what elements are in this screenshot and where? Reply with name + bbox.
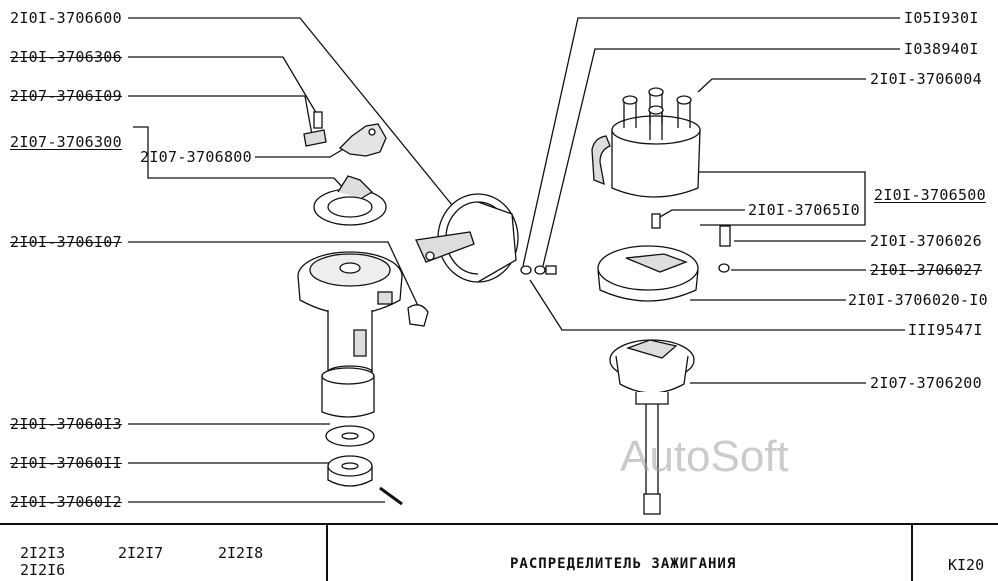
callout-label: 2I0I-3706026 <box>870 232 982 250</box>
title-block-frame <box>0 523 998 581</box>
leader-r2 <box>542 48 900 267</box>
leader-l2 <box>128 56 319 117</box>
callout-label: 2I0I-3706020-I0 <box>848 291 988 309</box>
callout-label: 2I0I-3706306 <box>10 48 122 66</box>
shaft-and-governor <box>609 339 695 515</box>
leader-l3 <box>128 95 313 136</box>
leader-r5 <box>657 209 745 219</box>
model-code: 2I2I7 <box>118 544 164 562</box>
callout-label: 2I0I-37060I2 <box>10 493 122 511</box>
distributor-housing <box>297 251 403 418</box>
small-washers <box>325 265 557 506</box>
callout-label: 2I07-3706I09 <box>10 87 122 105</box>
callout-label: 2I07-3706300 <box>10 133 122 151</box>
contact-breaker-set <box>338 123 387 157</box>
distributor-cap <box>591 87 701 198</box>
callout-label: 2I07-3706800 <box>140 148 252 166</box>
callout-label: 2I0I-3706004 <box>870 70 982 88</box>
leader-l6 <box>128 241 421 311</box>
callout-label: 2I0I-3706500 <box>874 186 986 204</box>
callout-label: 2I0I-37065I0 <box>748 201 860 219</box>
callout-label: I05I930I <box>904 9 979 27</box>
drawing-title: РАСПРЕДЕЛИТЕЛЬ ЗАЖИГАНИЯ <box>510 556 737 572</box>
sheet-number: KI20 <box>948 556 985 574</box>
callout-label: I038940I <box>904 40 979 58</box>
callout-label: 2I0I-3706I07 <box>10 233 122 251</box>
callout-label: 2I0I-3706027 <box>870 261 982 279</box>
leader-r1 <box>522 17 900 267</box>
leader-r9 <box>529 279 905 331</box>
vacuum-advance-unit <box>415 193 519 283</box>
breaker-plate <box>313 175 387 226</box>
screws-right <box>651 213 731 273</box>
model-code: 2I2I8 <box>218 544 264 562</box>
callout-label: 2I0I-37060I3 <box>10 415 122 433</box>
model-code: 2I2I6 <box>20 561 66 579</box>
rotor <box>597 245 699 302</box>
callout-label: III9547I <box>908 321 983 339</box>
leader-l1 <box>128 17 453 206</box>
watermark-text: AutoSoft <box>620 432 789 481</box>
leader-r3 <box>697 78 866 93</box>
callout-label: 2I0I-37060II <box>10 454 122 472</box>
model-code: 2I2I3 <box>20 544 66 562</box>
screw-and-clip <box>303 111 327 147</box>
leader-r4-bracket <box>684 171 866 226</box>
callout-label: 2I07-3706200 <box>870 374 982 392</box>
callout-label: 2I0I-3706600 <box>10 9 122 27</box>
leader-l4-bracket <box>133 126 346 191</box>
